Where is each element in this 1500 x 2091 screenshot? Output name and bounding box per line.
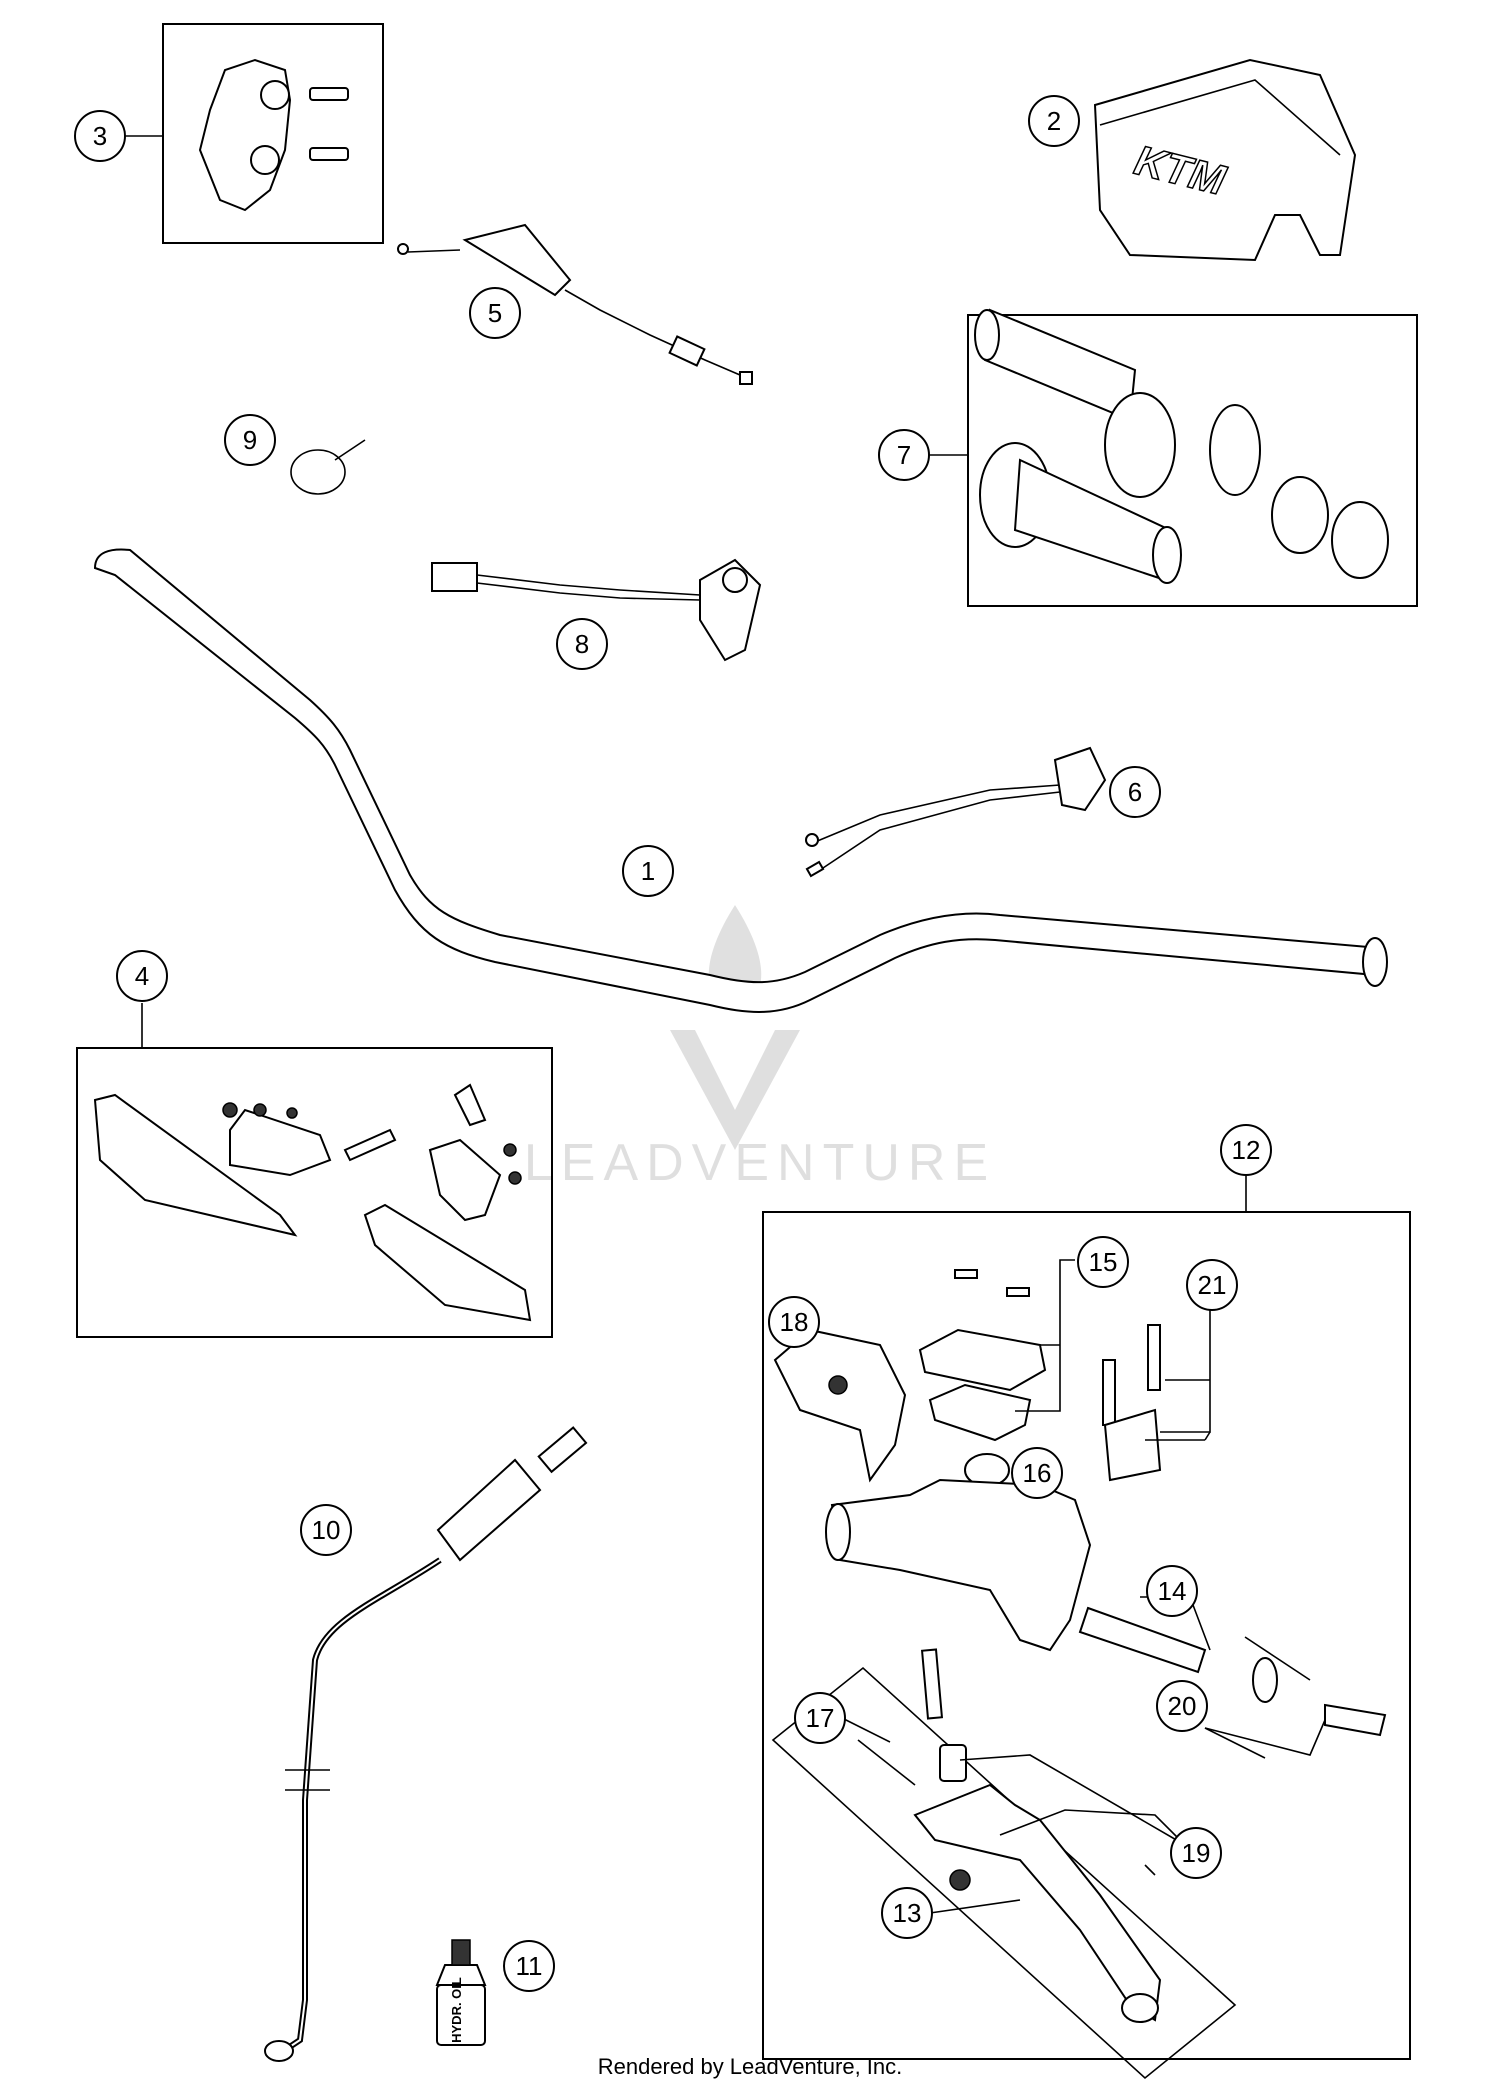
- svg-text:9: 9: [243, 425, 257, 455]
- svg-text:12: 12: [1232, 1135, 1261, 1165]
- callout-12[interactable]: 12: [1220, 1124, 1272, 1176]
- watermark-text: LEADVENTURE: [524, 1134, 996, 1192]
- callout-3[interactable]: 3: [74, 110, 126, 162]
- part-10-hydraulic-line: [264, 1426, 588, 2062]
- part-8-switch: [431, 558, 762, 662]
- callout-20[interactable]: 20: [1156, 1680, 1208, 1732]
- callout-18[interactable]: 18: [768, 1296, 820, 1348]
- part-2-bar-pad: KTM: [1093, 58, 1357, 262]
- callout-15[interactable]: 15: [1077, 1236, 1129, 1288]
- svg-text:20: 20: [1168, 1691, 1197, 1721]
- part-1-handlebar: [93, 548, 1388, 1013]
- part-3-clamp: [198, 58, 349, 212]
- svg-text:11: 11: [516, 1951, 543, 1981]
- svg-text:1: 1: [641, 856, 655, 886]
- leader-lines: [124, 135, 1326, 1914]
- svg-text:13: 13: [893, 1898, 922, 1928]
- svg-text:14: 14: [1158, 1576, 1187, 1606]
- oil-label-text: HYDR. OIL: [449, 1977, 464, 2043]
- callout-6[interactable]: 6: [1109, 766, 1161, 818]
- svg-text:17: 17: [806, 1703, 835, 1733]
- callout-2[interactable]: 2: [1028, 95, 1080, 147]
- callout-11[interactable]: 11: [503, 1940, 555, 1992]
- callout-13[interactable]: 13: [881, 1887, 933, 1939]
- svg-text:7: 7: [897, 440, 911, 470]
- part-3-box: [162, 23, 384, 244]
- part-12-box: [762, 1211, 1411, 2060]
- svg-text:3: 3: [93, 121, 107, 151]
- part-7-box: [967, 314, 1418, 607]
- callout-14[interactable]: 14: [1146, 1565, 1198, 1617]
- part-12-master-cylinder: [771, 1269, 1387, 2080]
- callout-9[interactable]: 9: [224, 414, 276, 466]
- part-9-cable-tie: [290, 439, 366, 495]
- callout-1[interactable]: 1: [622, 845, 674, 897]
- callout-17[interactable]: 17: [794, 1692, 846, 1744]
- callout-5[interactable]: 5: [469, 287, 521, 339]
- callout-10[interactable]: 10: [300, 1504, 352, 1556]
- callout-19[interactable]: 19: [1170, 1827, 1222, 1879]
- svg-text:19: 19: [1182, 1838, 1211, 1868]
- svg-text:2: 2: [1047, 106, 1061, 136]
- svg-text:5: 5: [488, 298, 502, 328]
- leadventure-watermark: LEADVENTURE: [524, 905, 996, 1192]
- footer-credit: Rendered by LeadVenture, Inc.: [597, 2054, 903, 2079]
- callout-4[interactable]: 4: [116, 950, 168, 1002]
- svg-text:4: 4: [135, 961, 149, 991]
- part-11-oil-bottle: HYDR. OIL: [435, 1939, 487, 2046]
- svg-text:8: 8: [575, 629, 589, 659]
- part-6-switch: [805, 746, 1107, 878]
- part-5-throttle-cable: [397, 223, 753, 385]
- svg-text:15: 15: [1089, 1247, 1118, 1277]
- svg-text:18: 18: [780, 1307, 809, 1337]
- callout-21[interactable]: 21: [1186, 1259, 1238, 1311]
- svg-text:10: 10: [312, 1515, 341, 1545]
- part-7-grips: [974, 308, 1389, 584]
- part-4-box: [76, 1047, 553, 1338]
- part-4-handguards: [93, 1083, 532, 1322]
- svg-text:21: 21: [1198, 1270, 1227, 1300]
- callout-7[interactable]: 7: [878, 429, 930, 481]
- svg-text:16: 16: [1023, 1458, 1052, 1488]
- svg-text:6: 6: [1128, 777, 1142, 807]
- callout-8[interactable]: 8: [556, 618, 608, 670]
- callout-16[interactable]: 16: [1011, 1447, 1063, 1499]
